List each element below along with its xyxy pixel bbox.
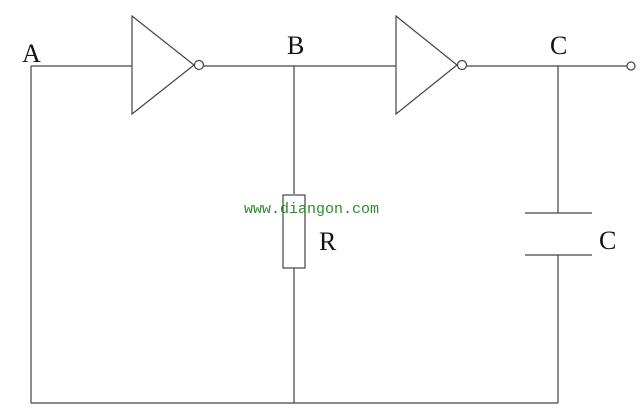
label-capacitor: C: [599, 226, 616, 255]
watermark: www.diangon.com: [244, 201, 379, 218]
label-resistor: R: [319, 227, 337, 256]
inverter-1-bubble: [193, 59, 205, 71]
label-node-a: A: [22, 39, 41, 68]
inverter-2-bubble: [456, 59, 468, 71]
label-node-b: B: [287, 31, 304, 60]
inverter-2-triangle: [395, 14, 458, 116]
inverter-1-triangle: [131, 14, 195, 116]
resistor: [282, 194, 306, 269]
output-terminal: [626, 61, 636, 71]
label-node-c: C: [550, 31, 567, 60]
